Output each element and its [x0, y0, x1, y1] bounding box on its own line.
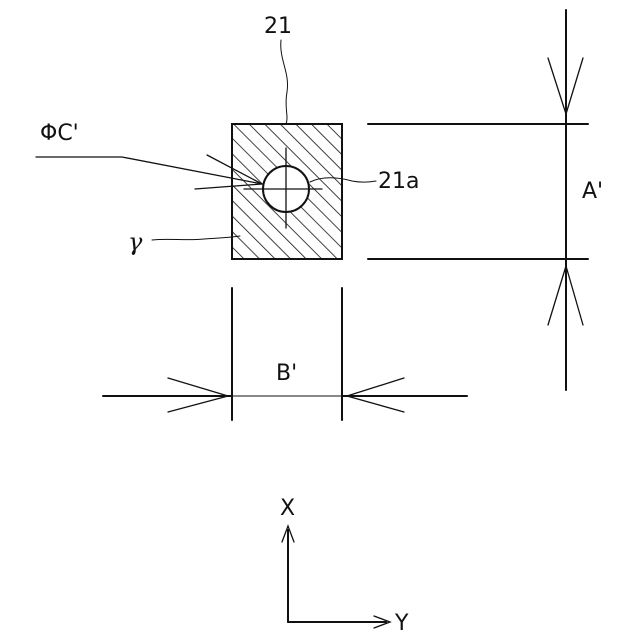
height-dimension-label: A': [582, 179, 603, 204]
arrow-a-top-right: [566, 58, 583, 114]
hole-label: 21a: [378, 169, 419, 194]
arrow-b-right-lower: [347, 396, 404, 412]
arrow-a-top-left: [548, 58, 566, 114]
part-21: [232, 124, 342, 259]
axis-y-label: Y: [394, 611, 409, 636]
arrow-a-bottom-left: [548, 266, 566, 325]
leader-line-21: [281, 40, 288, 124]
dimension-b: B': [103, 288, 467, 420]
width-dimension-label: B': [276, 361, 297, 386]
diameter-indicator: ΦC': [36, 121, 262, 189]
arrow-b-left-upper: [168, 378, 228, 396]
axis-x-label: X: [280, 496, 295, 521]
coordinate-axes: X Y: [280, 496, 409, 636]
part-number-label: 21: [264, 14, 292, 39]
arrow-b-right-upper: [347, 378, 404, 396]
leader-line-gamma: [152, 236, 240, 240]
dimension-a: A': [368, 10, 603, 390]
material-symbol: γ: [128, 228, 143, 256]
arrow-b-left-lower: [168, 396, 228, 412]
diameter-leader-line: [36, 157, 262, 184]
diameter-label: ΦC': [40, 121, 79, 146]
arrow-a-bottom-right: [566, 266, 583, 325]
